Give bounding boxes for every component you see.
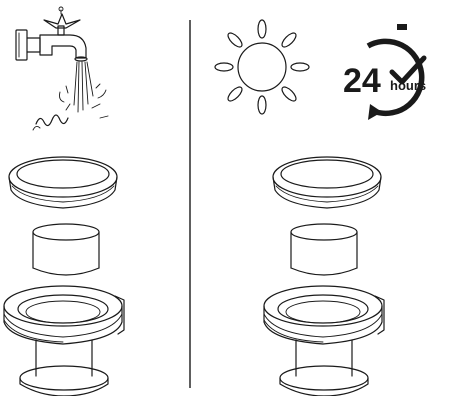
top-ring-left (9, 157, 117, 208)
filter-cylinder-right (291, 224, 357, 275)
top-ring-right (273, 157, 381, 208)
filter-cylinder-left (33, 224, 99, 275)
timer-number: 24 (343, 62, 381, 100)
clock-24-hours-icon: 24 hours (343, 24, 426, 120)
base-housing-left (4, 286, 124, 396)
water-stream (33, 62, 108, 130)
base-housing-right (264, 286, 384, 396)
faucet-icon (16, 7, 87, 61)
sun-icon (215, 20, 309, 114)
timer-unit: hours (390, 78, 426, 93)
